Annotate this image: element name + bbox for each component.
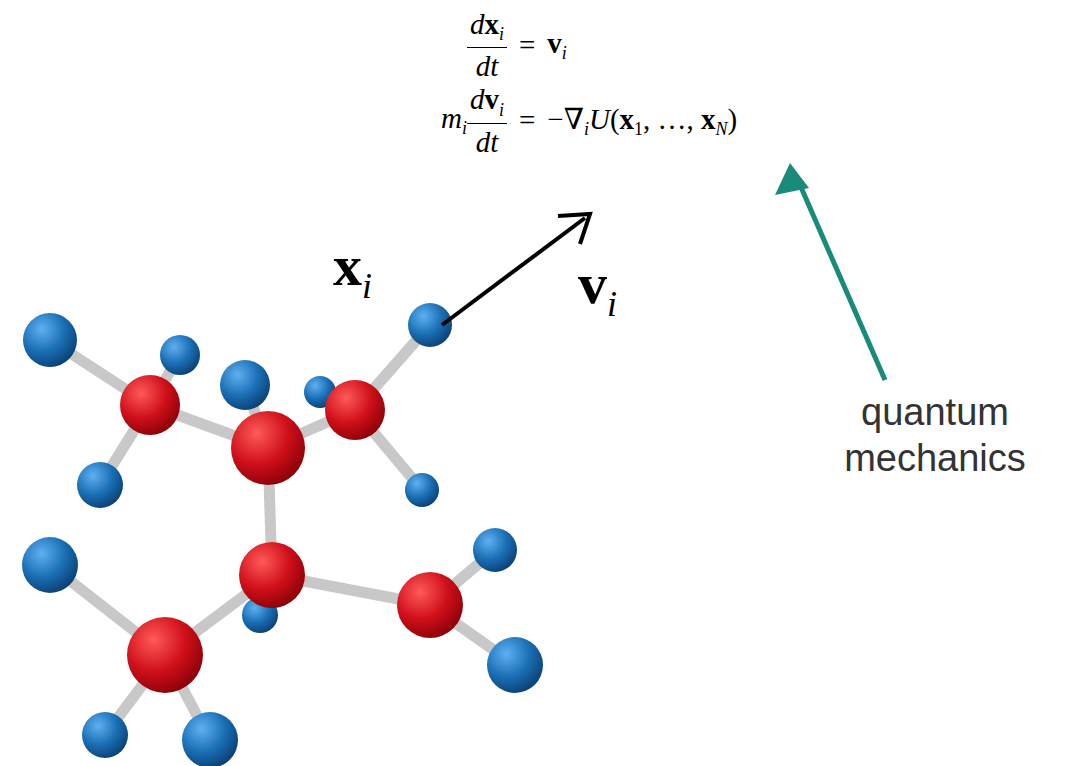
equation-symbol: (	[610, 103, 620, 135]
velocity-symbol: v	[578, 251, 607, 316]
position-symbol: x	[333, 233, 362, 298]
equation-cell: dxidt	[435, 8, 513, 83]
equation-cell: =	[513, 83, 541, 158]
equation-symbol: dt	[476, 50, 499, 82]
equation-symbol: dt	[476, 126, 499, 158]
subscript: N	[716, 119, 728, 139]
pointer-arrow	[775, 163, 885, 380]
annotation-text: quantum mechanics	[844, 391, 1026, 479]
subscript: i	[584, 119, 589, 139]
equation-symbol: )	[728, 103, 738, 135]
annotation-box: quantum mechanics	[820, 390, 1050, 481]
equation-row: dxidt=vi	[435, 8, 743, 83]
subscript: i	[607, 284, 617, 324]
position-label: xi	[333, 232, 372, 307]
equation-symbol: x	[620, 103, 635, 135]
equation-symbol: v	[547, 27, 562, 59]
velocity-label: vi	[578, 250, 617, 325]
equation-cell: =	[513, 8, 541, 83]
denominator: dt	[467, 124, 507, 159]
equation-symbol: x	[484, 8, 499, 40]
denominator: dt	[467, 48, 507, 83]
subscript: i	[462, 118, 467, 138]
subscript: i	[499, 24, 504, 44]
equation-symbol: =	[519, 104, 535, 136]
equation-symbol: x	[701, 103, 716, 135]
atoms	[22, 303, 543, 766]
fraction: dxidt	[467, 8, 507, 83]
equation-cell: −∇iU(x1, …, xN)	[541, 83, 743, 158]
equation-table: dxidt=vimidvidt=−∇iU(x1, …, xN)	[435, 8, 743, 159]
equation-symbol: v	[484, 83, 499, 115]
equations: dxidt=vimidvidt=−∇iU(x1, …, xN)	[435, 8, 743, 159]
equation-symbol: m	[441, 102, 462, 134]
subscript: i	[362, 266, 372, 306]
bonds	[50, 325, 515, 740]
subscript: i	[499, 100, 504, 120]
equation-symbol: d	[470, 8, 485, 40]
equation-cell: vi	[541, 8, 743, 83]
equation-symbol: −∇	[547, 103, 584, 135]
numerator: dvi	[467, 83, 507, 123]
velocity-arrow	[442, 214, 590, 325]
equation-symbol: U	[589, 103, 610, 135]
equation-row: midvidt=−∇iU(x1, …, xN)	[435, 83, 743, 158]
equation-cell: midvidt	[435, 83, 513, 158]
numerator: dxi	[467, 8, 507, 48]
subscript: 1	[634, 119, 643, 139]
equation-symbol: =	[519, 29, 535, 61]
fraction: dvidt	[467, 83, 507, 158]
equation-symbol: , …,	[643, 103, 701, 135]
equation-symbol: d	[470, 83, 485, 115]
subscript: i	[562, 43, 567, 63]
